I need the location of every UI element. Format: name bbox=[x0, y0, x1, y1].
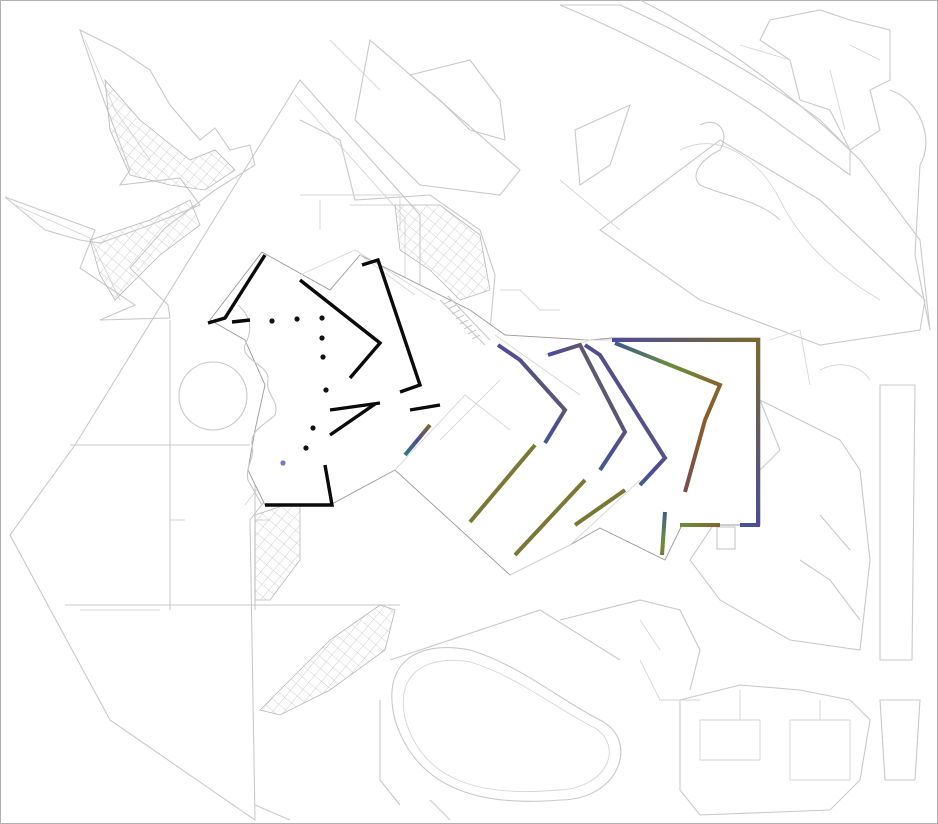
background-linework bbox=[4, 0, 931, 822]
floor-slabs bbox=[209, 249, 761, 576]
curtain-walls bbox=[268, 338, 760, 557]
structural-walls bbox=[207, 254, 441, 507]
column-grid bbox=[269, 315, 329, 466]
